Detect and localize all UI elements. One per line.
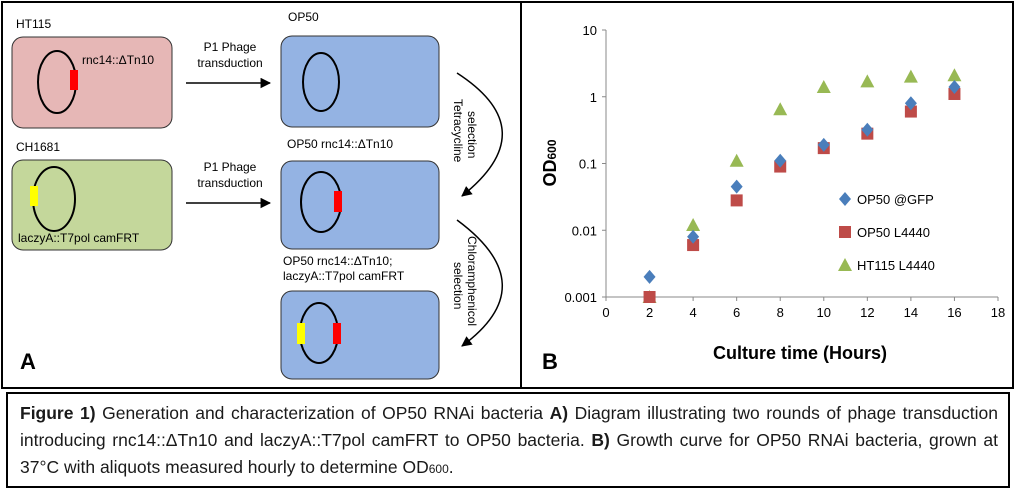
op50-final-cell [280,290,440,380]
data-point [687,239,700,252]
y-tick-label: 0.01 [572,223,597,238]
x-tick-label: 12 [860,305,874,320]
y-tick-label: 1 [590,90,597,105]
data-point [816,79,831,93]
x-tick-label: 2 [646,305,653,320]
ht115-rnc-marker [70,70,78,90]
data-point [817,137,830,152]
data-point [773,102,788,116]
op50-final-label-2: laczyA::T7pol camFRT [283,269,405,283]
data-point [730,194,743,207]
y-axis-title: OD600 [540,139,560,186]
panel-b-label: B [542,349,558,374]
x-ticks: 0 2 4 6 8 10 12 14 16 18 [602,297,1005,320]
tetracycline-arrow [456,72,503,197]
op50-final-label-1: OP50 rnc14::ΔTn10; [283,254,392,268]
chloramphenicol-label-2: selection [451,262,465,309]
x-tick-label: 6 [733,305,740,320]
series-op50-gfp [643,79,961,284]
caption-b-subscript: 600 [428,462,449,476]
data-point [643,269,656,284]
figure-frame [1,1,1014,389]
legend-label: OP50 L4440 [857,225,930,240]
ch1681-cam-marker [30,186,38,206]
data-point [774,153,787,168]
legend-label: OP50 @GFP [857,192,934,207]
caption-b-label: B) [591,430,610,450]
legend-marker [839,226,851,238]
data-point [730,179,743,194]
x-tick-label: 0 [602,305,609,320]
data-point [947,68,962,82]
data-point [904,105,917,118]
chloramphenicol-label-1: Chloramphenicol [465,236,479,326]
x-tick-label: 8 [777,305,784,320]
caption-b-end: . [448,457,454,477]
panel-b: 0 2 4 6 8 10 12 14 16 18 0.001 0.01 0.1 1 10 Culture … [540,23,1005,374]
tetracycline-label-1: Tetracycline [451,99,465,163]
op50-rnc-marker [334,191,342,212]
x-axis-title: Culture time (Hours) [713,343,887,363]
op50-final-rnc-marker [333,323,341,344]
x-tick-label: 18 [991,305,1005,320]
arrow-top-label-2: transduction [197,56,262,70]
data-point [729,153,744,167]
legend-marker [839,192,851,206]
op50-rnc-cell [280,160,440,250]
data-point [903,69,918,83]
x-tick-label: 14 [904,305,918,320]
y-ticks: 0.001 0.01 0.1 1 10 [564,23,606,305]
op50-rnc-label: OP50 rnc14::ΔTn10 [287,137,393,151]
op50-label: OP50 [288,10,319,24]
ch1681-marker-label: laczyA::T7pol camFRT [18,231,140,245]
data-point [904,96,917,111]
data-point [686,217,701,231]
ch1681-label: CH1681 [16,140,60,154]
chloramphenicol-arrow [456,219,503,347]
arrow-bottom-label-1: P1 Phage [204,160,257,174]
op50-final-cam-marker [297,323,305,344]
y-tick-label: 0.001 [564,290,597,305]
caption-figure-label: Figure 1) [20,403,96,423]
data-point [643,291,656,303]
op50-cell [280,35,440,128]
y-tick-label: 0.1 [579,157,597,172]
x-tick-label: 4 [689,305,696,320]
caption-a-text: Diagram illustrating two rounds of phage… [20,403,998,450]
op50-chromosome [302,52,340,112]
panel-a-label: A [20,349,36,374]
y-tick-label: 10 [583,23,597,38]
figure-caption: Figure 1) Generation and characterizatio… [6,392,1010,488]
ht115-label: HT115 [16,17,51,31]
panel-a: HT115 rnc14::ΔTn10 CH1681 laczyA::T7pol … [11,10,503,380]
caption-b-text: Growth curve for OP50 RNAi bacteria, gro… [20,430,998,477]
ch1681-cell [11,159,173,251]
arrow-bottom-label-2: transduction [197,176,262,190]
data-point [860,74,875,88]
data-point [948,79,961,94]
arrow-top-label-1: P1 Phage [204,40,257,54]
caption-a-label: A) [549,403,569,423]
legend-marker [838,258,852,271]
x-tick-label: 16 [947,305,961,320]
tetracycline-label-2: selection [465,111,479,158]
data-point [861,122,874,137]
ht115-marker-label: rnc14::ΔTn10 [82,53,154,67]
legend-label: HT115 L4440 [857,258,935,273]
caption-title: Generation and characterization of OP50 … [95,403,550,423]
series-layer [642,68,962,303]
ht115-cell [11,36,173,129]
x-tick-label: 10 [817,305,831,320]
data-point [687,229,700,244]
